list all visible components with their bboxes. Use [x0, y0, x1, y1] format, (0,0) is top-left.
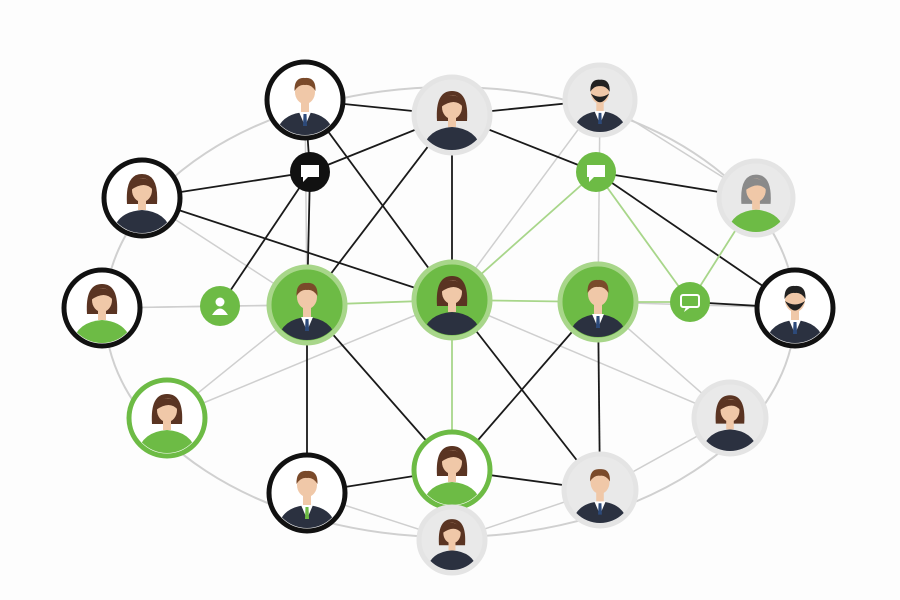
icon-node-6[interactable]	[576, 152, 616, 192]
person-node-17[interactable]	[266, 452, 348, 534]
nodes	[61, 59, 836, 576]
person-node-1[interactable]	[264, 59, 346, 141]
icon-node-9[interactable]	[200, 286, 240, 326]
person-node-16[interactable]	[691, 379, 769, 457]
edge-15-11	[166, 299, 453, 419]
person-node-3[interactable]	[562, 62, 638, 138]
person-node-8[interactable]	[61, 267, 143, 349]
avatar	[422, 91, 482, 150]
message-icon	[680, 294, 700, 312]
edge-16-11	[451, 299, 731, 419]
person-node-12[interactable]	[557, 261, 639, 343]
user-icon	[212, 297, 228, 315]
person-node-7[interactable]	[716, 158, 796, 238]
person-node-11[interactable]	[411, 259, 493, 341]
person-node-4[interactable]	[101, 157, 183, 239]
chat-icon	[587, 165, 605, 182]
person-node-18[interactable]	[411, 429, 493, 511]
edge-4-11	[141, 197, 453, 301]
chat-icon	[301, 165, 319, 182]
edge-1-11	[304, 99, 453, 301]
person-node-19[interactable]	[561, 451, 639, 529]
icon-node-13[interactable]	[670, 282, 710, 322]
edge-3-11	[451, 99, 601, 301]
person-node-15[interactable]	[126, 377, 208, 459]
person-node-20[interactable]	[416, 504, 488, 576]
icon-node-5[interactable]	[290, 152, 330, 192]
edge-6-13	[595, 171, 691, 303]
person-node-2[interactable]	[411, 74, 493, 156]
person-node-10[interactable]	[266, 264, 348, 346]
person-node-14[interactable]	[754, 267, 836, 349]
